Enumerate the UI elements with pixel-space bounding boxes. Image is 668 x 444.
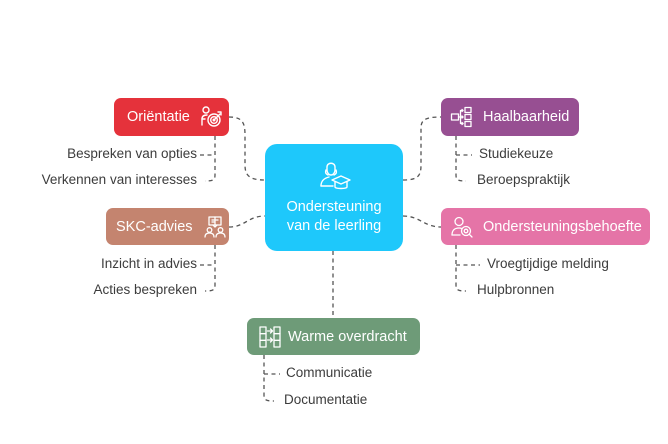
person-search-icon <box>450 215 474 239</box>
connector-skc-center <box>228 215 266 228</box>
center-title-line2: van de leerling <box>286 218 382 234</box>
leaf-bespreken-van-opties: Bespreken van opties <box>67 146 197 161</box>
connector-center-haalbaarheid <box>402 116 442 181</box>
branch-ondersteuningsbehoefte[interactable]: Ondersteuningsbehoefte <box>441 208 650 245</box>
branch-skc-advies[interactable]: SKC-advies <box>106 208 229 245</box>
transfer-columns-icon <box>258 325 282 349</box>
leaf-documentatie: Documentatie <box>284 392 368 407</box>
branch-label: SKC-advies <box>116 218 193 235</box>
leaf-hulpbronnen: Hulpbronnen <box>477 282 555 297</box>
branch-label: Haalbaarheid <box>483 109 570 125</box>
connector-warme-children <box>263 355 275 402</box>
people-advice-board-icon <box>203 215 227 239</box>
hierarchy-flow-icon <box>450 105 474 129</box>
student-graduation-cap-icon <box>317 158 351 192</box>
connector-skc-children <box>204 245 216 292</box>
connector-haalbaarheid-children <box>455 136 467 182</box>
leaf-studiekeuze: Studiekeuze <box>479 146 554 161</box>
connector-ondersteuning-children <box>455 245 467 292</box>
branch-label: Ondersteuningsbehoefte <box>483 218 642 235</box>
branch-label: Warme overdracht <box>288 328 407 345</box>
branch-label: Oriëntatie <box>127 109 190 125</box>
leaf-vroegtijdige-melding: Vroegtijdige melding <box>487 256 609 271</box>
connector-center-ondersteuning <box>402 215 442 228</box>
person-target-icon <box>199 105 223 129</box>
center-title-line1: Ondersteuning <box>286 199 382 215</box>
leaf-verkennen-van-interesses: Verkennen van interesses <box>41 172 197 187</box>
leaf-beroepspraktijk: Beroepspraktijk <box>477 172 571 187</box>
leaf-inzicht-in-advies: Inzicht in advies <box>100 256 197 271</box>
branch-warme-overdracht[interactable]: Warme overdracht <box>247 318 420 355</box>
leaf-communicatie: Communicatie <box>286 365 373 380</box>
branch-orientatie[interactable]: Oriëntatie <box>114 98 229 136</box>
leaf-acties-bespreken: Acties bespreken <box>93 282 197 297</box>
connector-orientatie-center <box>228 116 266 181</box>
connector-orientatie-children <box>204 136 216 182</box>
center-node[interactable]: Ondersteuning van de leerling <box>265 144 403 251</box>
branch-haalbaarheid[interactable]: Haalbaarheid <box>441 98 579 136</box>
